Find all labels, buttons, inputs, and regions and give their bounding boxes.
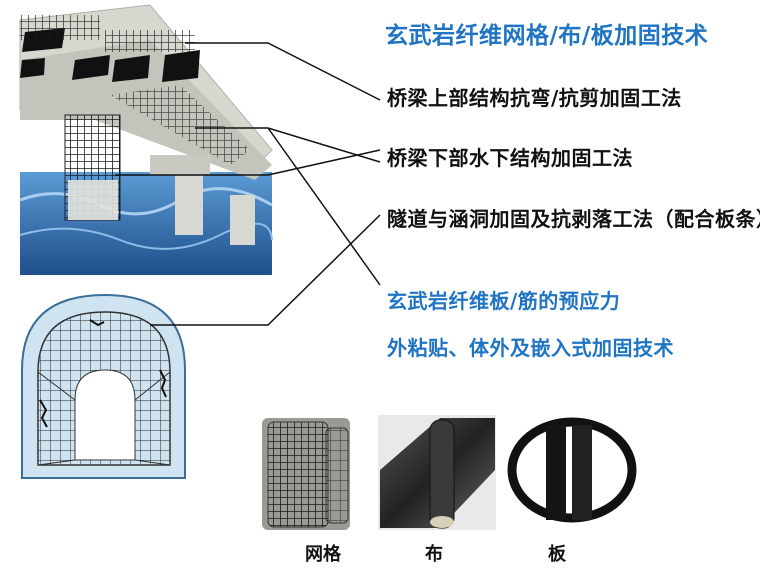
crack-mark: [39, 399, 48, 428]
pier-cap: [150, 155, 210, 175]
product-plate-coil: [507, 417, 637, 523]
pier-column: [175, 175, 203, 235]
fiber-grid: [20, 15, 100, 40]
leader-line-3: [267, 127, 381, 286]
tunnel-opening: [74, 369, 136, 461]
diagram-title: 玄武岩纤维网格/布/板加固技术: [385, 23, 709, 49]
label-tunnel: 隧道与涵洞加固及抗剥落工法（配合板条）: [387, 207, 760, 231]
fiber-strip: [162, 50, 200, 82]
plate-strip: [572, 425, 592, 520]
water-wave: [19, 187, 273, 216]
cloth-core: [430, 516, 454, 528]
plate-strip: [546, 425, 566, 520]
label-superstructure: 桥梁上部结构抗弯/抗剪加固工法: [387, 86, 682, 110]
crack-mark: [89, 319, 105, 327]
fiber-grid: [110, 85, 250, 165]
leader-line-2b: [115, 149, 381, 176]
product-cloth-roll: [378, 415, 496, 530]
highlight-prestress: 玄武岩纤维板/筋的预应力: [387, 289, 621, 313]
label-substructure: 桥梁下部水下结构加固工法: [387, 146, 633, 170]
tunnel-perspective: [37, 371, 171, 466]
fiber-grid: [105, 30, 195, 52]
grid-roll-side: [325, 427, 349, 524]
leader-line-4: [150, 214, 381, 326]
leader-line-1: [185, 42, 381, 101]
cloth-roll: [429, 419, 455, 529]
fiber-strip: [72, 55, 110, 80]
caption-plate: 板: [548, 544, 566, 565]
fiber-strip: [112, 55, 150, 82]
pier-column: [230, 195, 255, 245]
highlight-bonding: 外粘贴、体外及嵌入式加固技术: [387, 336, 674, 360]
leader-lines: [115, 42, 381, 326]
caption-cloth: 布: [425, 544, 443, 565]
bridge-illustration: [19, 4, 273, 275]
tunnel-illustration: [21, 293, 186, 479]
grid-roll: [267, 421, 329, 528]
fiber-strip: [20, 58, 45, 78]
product-grid-roll: [262, 418, 350, 530]
pier-base: [68, 180, 118, 220]
crack-mark: [159, 369, 167, 398]
caption-grid: 网格: [305, 544, 341, 565]
